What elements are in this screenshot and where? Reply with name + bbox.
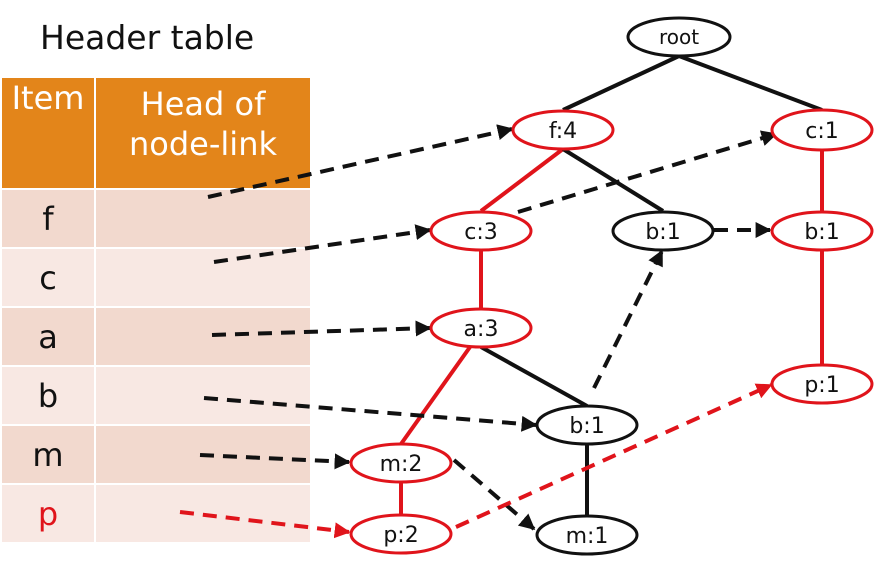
link-header-a <box>211 320 432 337</box>
link-m2-m1 <box>452 458 536 531</box>
node-c3: c:3 <box>429 210 533 252</box>
table-row-m: m <box>0 424 312 485</box>
head-link-cell-f <box>94 188 312 249</box>
node-b1-low: b:1 <box>535 404 639 446</box>
table-row-a: a <box>0 306 312 367</box>
edge-a3-b1 <box>480 345 588 408</box>
node-label-b1-right: b:1 <box>804 220 839 245</box>
edge-f4-c3 <box>479 147 565 213</box>
node-label-root: root <box>659 25 699 49</box>
edge-root-f4 <box>562 54 680 112</box>
item-cell-b: b <box>0 365 96 426</box>
node-label-c1-right: c:1 <box>805 119 839 144</box>
node-m2: m:2 <box>349 442 453 484</box>
link-p2-p1 <box>455 383 773 529</box>
node-b1-mid: b:1 <box>611 210 715 252</box>
head-link-cell-m <box>94 424 312 485</box>
link-header-c <box>213 224 432 264</box>
edge-root-c1 <box>678 54 823 112</box>
item-cell-m: m <box>0 424 96 485</box>
head-link-cell-b <box>94 365 312 426</box>
node-label-a3: a:3 <box>464 317 499 342</box>
node-label-p2: p:2 <box>383 523 418 548</box>
node-links <box>179 124 778 539</box>
link-header-f <box>207 124 514 199</box>
node-label-b1-low: b:1 <box>569 414 604 439</box>
item-cell-a: a <box>0 306 96 367</box>
node-label-m2: m:2 <box>380 452 423 477</box>
node-p1-right: p:1 <box>770 363 874 405</box>
node-m1: m:1 <box>535 514 639 556</box>
node-label-c3: c:3 <box>464 220 498 245</box>
table-row-b: b <box>0 365 312 426</box>
header-table-header-row: Item Head of node-link <box>0 76 312 190</box>
head-link-cell-c <box>94 247 312 308</box>
edge-a3-m2 <box>399 345 472 446</box>
node-c1-right: c:1 <box>770 108 874 152</box>
node-label-b1-mid: b:1 <box>645 220 680 245</box>
column-header-item: Item <box>0 76 96 190</box>
item-cell-c: c <box>0 247 96 308</box>
node-label-f4: f:4 <box>549 119 577 144</box>
head-link-cell-a <box>94 306 312 367</box>
tree-nodes: root f:4 c:1 c:3 b:1 b:1 a:3 p:1 <box>349 16 874 556</box>
node-label-p1-right: p:1 <box>804 373 839 398</box>
tree-edges <box>399 54 824 516</box>
node-f4: f:4 <box>511 109 615 151</box>
link-header-p <box>179 510 351 539</box>
column-header-head-of-node-link: Head of node-link <box>94 76 312 190</box>
header-table-title: Header table <box>40 18 255 57</box>
item-cell-p: p <box>0 483 96 544</box>
node-label-m1: m:1 <box>566 524 609 549</box>
column-header-line1: Head of <box>140 85 266 123</box>
node-root: root <box>626 16 732 58</box>
node-b1-right: b:1 <box>770 210 874 252</box>
column-header-line2: node-link <box>129 125 277 163</box>
node-a3: a:3 <box>429 307 533 349</box>
table-row-c: c <box>0 247 312 308</box>
link-header-m <box>199 453 351 470</box>
link-header-b <box>203 396 538 432</box>
table-row-f: f <box>0 188 312 249</box>
edge-f4-b1 <box>561 147 665 213</box>
item-cell-f: f <box>0 188 96 249</box>
node-p2: p:2 <box>349 513 453 555</box>
link-b1low-b1mid <box>592 249 664 389</box>
